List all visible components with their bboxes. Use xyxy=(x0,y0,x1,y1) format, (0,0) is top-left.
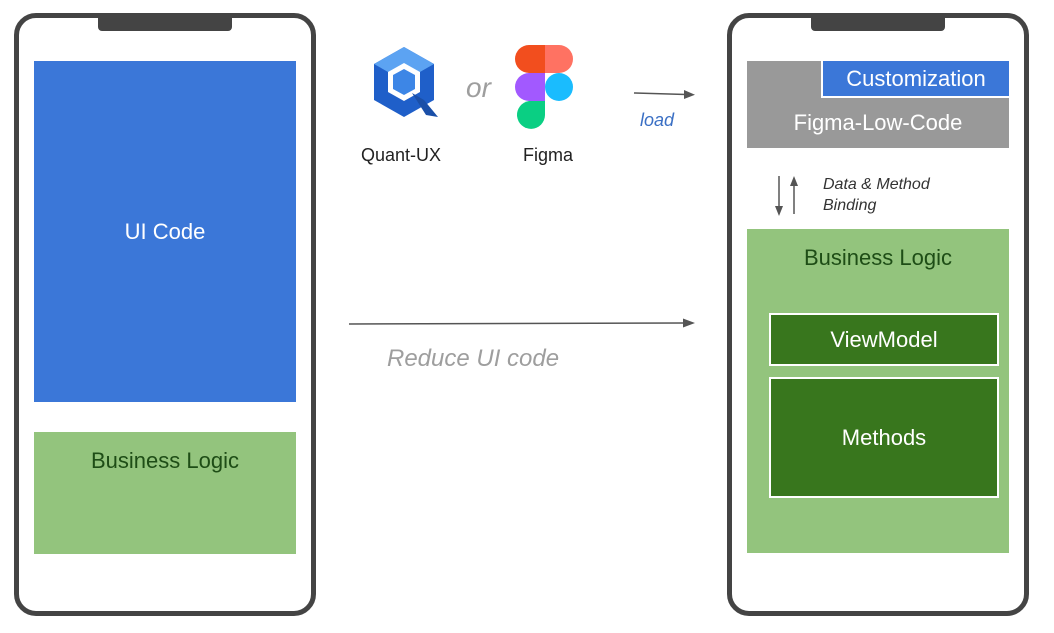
ui-code-label: UI Code xyxy=(124,218,206,244)
binding-label-line1: Data & Method xyxy=(823,176,930,193)
binding-label: Data & Method Binding xyxy=(823,174,930,216)
figma-low-code-label: Figma-Low-Code xyxy=(793,110,963,135)
or-label: or xyxy=(466,72,491,103)
viewmodel-block: ViewModel xyxy=(769,313,999,366)
left-phone-notch xyxy=(98,13,232,31)
methods-block: Methods xyxy=(769,377,999,498)
figma-label: Figma xyxy=(523,145,574,165)
customization-label: Customization xyxy=(846,65,986,91)
business-logic-block-left: Business Logic xyxy=(34,432,296,554)
reduce-ui-code-label: Reduce UI code xyxy=(387,345,560,372)
binding-arrows xyxy=(775,176,798,216)
quant-ux-label: Quant-UX xyxy=(361,145,442,165)
load-label: load xyxy=(640,110,675,130)
figma-logo-icon xyxy=(515,45,573,129)
business-logic-label-right: Business Logic xyxy=(804,245,952,270)
load-arrow xyxy=(633,90,695,99)
customization-block: Customization xyxy=(821,61,1009,98)
methods-label: Methods xyxy=(841,424,927,450)
business-logic-label-left: Business Logic xyxy=(91,448,239,473)
binding-label-line2: Binding xyxy=(823,197,877,214)
viewmodel-label: ViewModel xyxy=(830,326,938,352)
right-phone-notch xyxy=(811,13,945,31)
quant-ux-logo-icon xyxy=(374,47,438,117)
reduce-ui-code-arrow xyxy=(348,318,695,328)
ui-code-block: UI Code xyxy=(34,61,296,402)
